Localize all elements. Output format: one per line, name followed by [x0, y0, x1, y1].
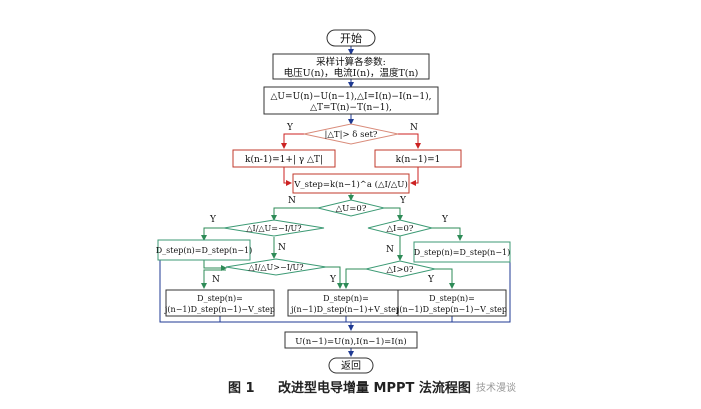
decision-delta-i-positive: △I>0?: [365, 260, 436, 278]
update-label: U(n−1)=U(n),I(n−1)=I(n): [295, 336, 406, 347]
label-no-di0: N: [386, 245, 394, 255]
label-no-req: N: [278, 243, 286, 253]
sample-line2: 电压U(n)，电流I(n)，温度T(n): [284, 67, 419, 79]
sample-line1: 采样计算各参数:: [316, 56, 386, 68]
d-minus-left-node: D_step(n)= j(n−1)D_step(n−1)−V_step: [164, 289, 275, 317]
decision-ratio-gt-label: △I/△U>−I/U?: [248, 263, 303, 272]
watermark-text: 技术漫谈: [476, 381, 516, 394]
k-no-node: k(n−1)=1: [374, 149, 462, 168]
label-no-rgt: N: [212, 275, 220, 285]
vstep-node: V_step=k(n−1)^a (△I/△U): [292, 173, 410, 194]
d-plus-mid-line2: j(n−1)D_step(n−1)+V_step: [290, 305, 401, 314]
delta-line2: △T=T(n)−T(n−1),: [310, 102, 392, 113]
start-node: 开始: [326, 29, 376, 47]
decision-delta-u-label: △U=0?: [336, 204, 367, 214]
decision-delta-u: △U=0?: [317, 199, 385, 217]
k-no-label: k(n−1)=1: [396, 154, 441, 165]
return-label: 返回: [341, 360, 361, 372]
d-hold-right-label: D_step(n)=D_step(n−1): [414, 248, 510, 257]
decision-delta-i-zero-label: △I=0?: [387, 224, 414, 234]
label-yes-dip: Y: [427, 275, 435, 285]
d-minus-right-line1: D_step(n)=: [429, 294, 475, 303]
decision-ratio-gt: △I/△U>−I/U?: [225, 258, 327, 276]
return-node: 返回: [328, 357, 374, 374]
delta-line1: △U=U(n)−U(n−1),△I=I(n)−I(n−1),: [271, 91, 432, 102]
decision-delta-t-label: |△T|> δ set?: [325, 130, 378, 140]
d-plus-mid-line1: D_step(n)=: [323, 294, 369, 303]
label-yes-di0: Y: [441, 215, 449, 225]
k-yes-node: k(n-1)=1+| γ △T|: [232, 149, 336, 168]
decision-delta-i-zero: △I=0?: [367, 219, 433, 237]
decision-delta-t: |△T|> δ set?: [303, 123, 399, 145]
label-no-du: N: [288, 196, 296, 206]
label-yes-rgt: Y: [329, 275, 337, 285]
start-label: 开始: [340, 31, 362, 45]
d-hold-left-node: D_step(n)=D_step(n−1): [156, 239, 252, 261]
k-yes-label: k(n-1)=1+| γ △T|: [245, 154, 323, 165]
decision-ratio-eq-label: △I/△U=−I/U?: [246, 224, 301, 233]
figure-title: 改进型电导增量 MPPT 法流程图: [278, 380, 471, 396]
label-yes-dt: Y: [286, 123, 294, 133]
d-minus-right-node: D_step(n)= j(n−1)D_step(n−1)−V_step: [396, 289, 507, 317]
decision-ratio-eq: △I/△U=−I/U?: [223, 219, 325, 237]
update-node: U(n−1)=U(n),I(n−1)=I(n): [284, 331, 418, 349]
vstep-label: V_step=k(n−1)^a (△I/△U): [293, 179, 408, 190]
d-minus-left-line2: j(n−1)D_step(n−1)−V_step: [164, 305, 275, 314]
sample-node: 采样计算各参数: 电压U(n)，电流I(n)，温度T(n): [272, 53, 430, 80]
figure-number: 图 1: [228, 381, 255, 396]
label-yes-du: Y: [399, 196, 407, 206]
decision-delta-i-positive-label: △I>0?: [387, 265, 414, 275]
d-hold-right-node: D_step(n)=D_step(n−1): [413, 241, 511, 263]
d-minus-left-line1: D_step(n)=: [197, 294, 243, 303]
label-no-dt: N: [410, 123, 418, 133]
d-minus-right-line2: j(n−1)D_step(n−1)−V_step: [396, 305, 507, 314]
d-hold-left-label: D_step(n)=D_step(n−1): [156, 246, 252, 255]
delta-node: △U=U(n)−U(n−1),△I=I(n)−I(n−1), △T=T(n)−T…: [263, 86, 439, 115]
label-yes-req: Y: [209, 215, 217, 225]
d-plus-mid-node: D_step(n)= j(n−1)D_step(n−1)+V_step: [287, 289, 405, 317]
